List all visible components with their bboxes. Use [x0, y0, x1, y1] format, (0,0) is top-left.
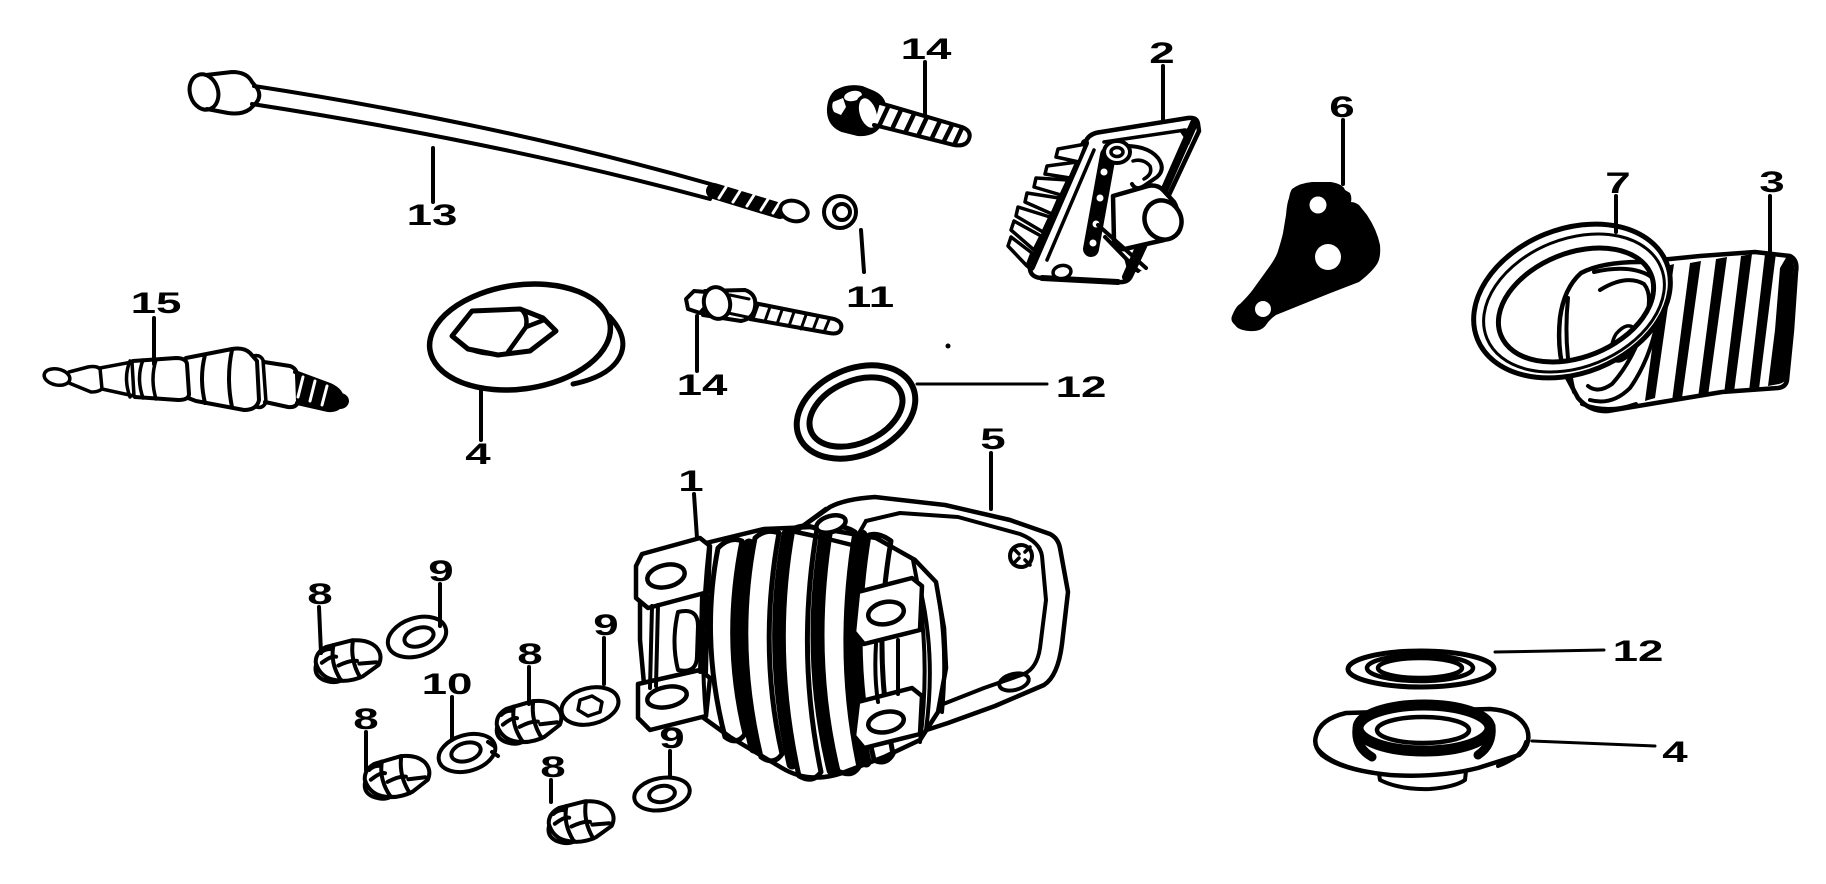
- svg-text:9: 9: [659, 722, 684, 755]
- svg-text:6: 6: [1329, 91, 1354, 124]
- svg-text:9: 9: [593, 609, 618, 642]
- svg-text:13: 13: [407, 199, 458, 232]
- svg-text:9: 9: [428, 555, 453, 588]
- svg-text:10: 10: [422, 668, 473, 701]
- svg-text:8: 8: [307, 578, 332, 611]
- svg-text:1: 1: [678, 465, 703, 498]
- svg-text:7: 7: [1605, 167, 1630, 200]
- svg-text:8: 8: [517, 638, 542, 671]
- svg-text:8: 8: [540, 751, 565, 784]
- svg-text:8: 8: [353, 703, 378, 736]
- svg-text:4: 4: [465, 438, 491, 471]
- svg-text:14: 14: [901, 33, 953, 66]
- svg-text:2: 2: [1149, 37, 1174, 70]
- svg-text:15: 15: [131, 287, 182, 320]
- svg-text:4: 4: [1662, 736, 1688, 769]
- svg-text:12: 12: [1613, 635, 1664, 668]
- svg-text:12: 12: [1056, 371, 1107, 404]
- svg-text:5: 5: [980, 423, 1005, 456]
- svg-text:14: 14: [677, 369, 729, 402]
- svg-text:11: 11: [846, 281, 894, 314]
- svg-text:3: 3: [1759, 166, 1784, 199]
